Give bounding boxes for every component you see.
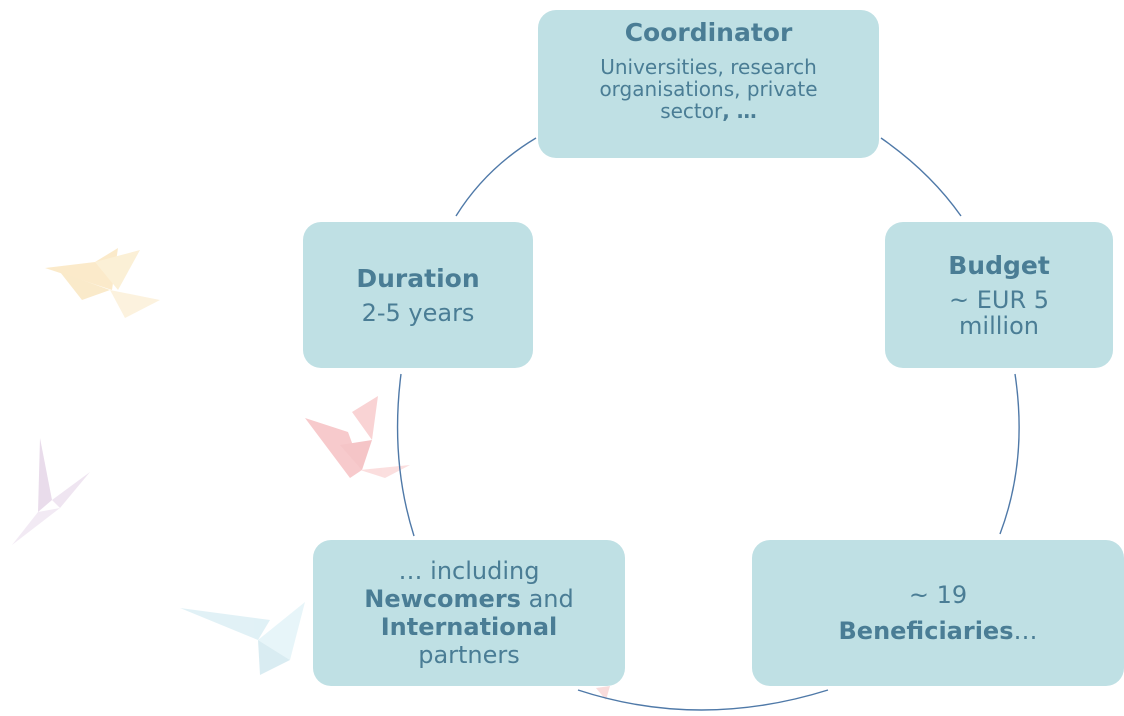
duration-title: Duration bbox=[356, 264, 480, 293]
newcomers-line-1: … including bbox=[398, 557, 540, 585]
newcomers-line-3: International bbox=[381, 613, 558, 641]
coordinator-line-3-ellipsis: , … bbox=[722, 99, 757, 123]
beneficiaries-label-bold: Beneficiaries bbox=[838, 617, 1014, 645]
connector-duration-newcomers bbox=[396, 373, 415, 537]
origami-bird-lilac-icon bbox=[12, 438, 90, 545]
coordinator-box: Coordinator Universities, research organ… bbox=[538, 10, 879, 158]
coordinator-line-3: sector, … bbox=[660, 100, 757, 122]
duration-box: Duration 2-5 years bbox=[303, 222, 533, 368]
connector-coordinator-duration bbox=[455, 137, 537, 217]
origami-bird-yellow-icon bbox=[45, 248, 160, 318]
budget-line-1: ~ EUR 5 bbox=[948, 286, 1050, 314]
budget-title: Budget bbox=[948, 251, 1050, 280]
connector-coordinator-budget bbox=[880, 137, 962, 217]
newcomers-text-1: and bbox=[520, 585, 574, 613]
beneficiaries-label-suffix: … bbox=[1013, 617, 1038, 645]
origami-bird-cyan-icon bbox=[180, 602, 305, 675]
connector-newcomers-beneficiaries bbox=[577, 689, 829, 711]
coordinator-line-2: organisations, private bbox=[599, 77, 818, 101]
coordinator-line-1: Universities, research bbox=[600, 55, 817, 79]
connector-budget-beneficiaries bbox=[999, 373, 1020, 535]
budget-box: Budget ~ EUR 5 million bbox=[885, 222, 1113, 368]
newcomers-line-4: partners bbox=[418, 641, 520, 669]
duration-value: 2-5 years bbox=[361, 299, 475, 327]
beneficiaries-count: ~ 19 bbox=[908, 581, 968, 609]
origami-bird-small-icon bbox=[596, 686, 610, 700]
newcomers-line-2: Newcomers and bbox=[364, 585, 573, 613]
coordinator-line-3-text: sector bbox=[660, 99, 723, 123]
budget-line-2: million bbox=[959, 312, 1039, 340]
beneficiaries-box: ~ 19 Beneficiaries… bbox=[752, 540, 1124, 686]
newcomers-box: … including Newcomers and International … bbox=[313, 540, 625, 686]
newcomers-bold-1: Newcomers bbox=[364, 585, 521, 613]
origami-bird-pink-icon bbox=[305, 396, 410, 478]
newcomers-bold-2: International bbox=[380, 613, 558, 641]
coordinator-title: Coordinator bbox=[624, 18, 793, 47]
beneficiaries-label: Beneficiaries… bbox=[839, 613, 1038, 649]
